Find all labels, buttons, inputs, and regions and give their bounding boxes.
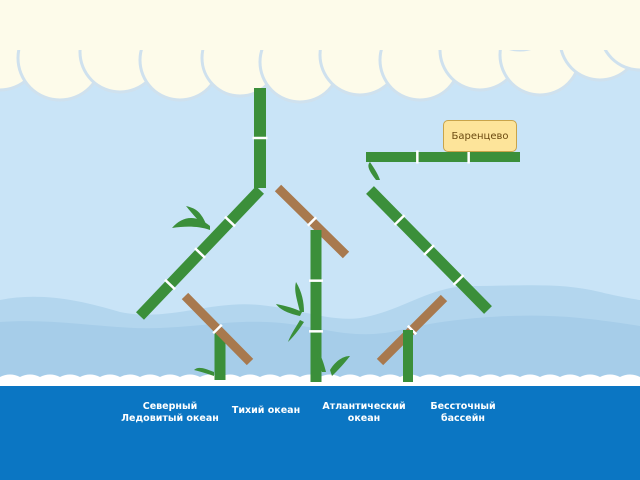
bamboo-tree — [136, 88, 520, 382]
bamboo-leaf-icon — [368, 162, 380, 180]
ocean — [0, 374, 640, 480]
bamboo-leaf-icon — [317, 350, 326, 372]
basin-label-pacific: Тихий океан — [231, 405, 301, 416]
bamboo-node — [212, 323, 223, 335]
bamboo-node — [164, 278, 176, 291]
basin-label-arctic: Северный Ледовитый океан — [121, 401, 219, 424]
bamboo-leaf-icon — [186, 206, 206, 228]
bamboo-node — [306, 216, 318, 227]
basin-label-endorheic: Бессточный бассейн — [430, 401, 496, 424]
bamboo-leaf-icon — [194, 367, 214, 376]
bamboo-leaf-icon — [276, 304, 302, 316]
basin-label-atlantic: Атлантический океан — [322, 401, 406, 424]
bamboo-node — [194, 247, 206, 259]
bamboo-node — [452, 274, 465, 286]
bamboo-leaf-icon — [288, 320, 304, 342]
draggable-card-barentsevo[interactable]: Баренцево — [443, 120, 517, 152]
bamboo-leaf-icon — [330, 356, 350, 376]
bamboo-leaf-icon — [295, 282, 304, 312]
cloud-bank — [0, 0, 640, 104]
bamboo-node — [423, 244, 435, 256]
bamboo-node — [393, 214, 406, 226]
bamboo-node — [224, 215, 236, 228]
